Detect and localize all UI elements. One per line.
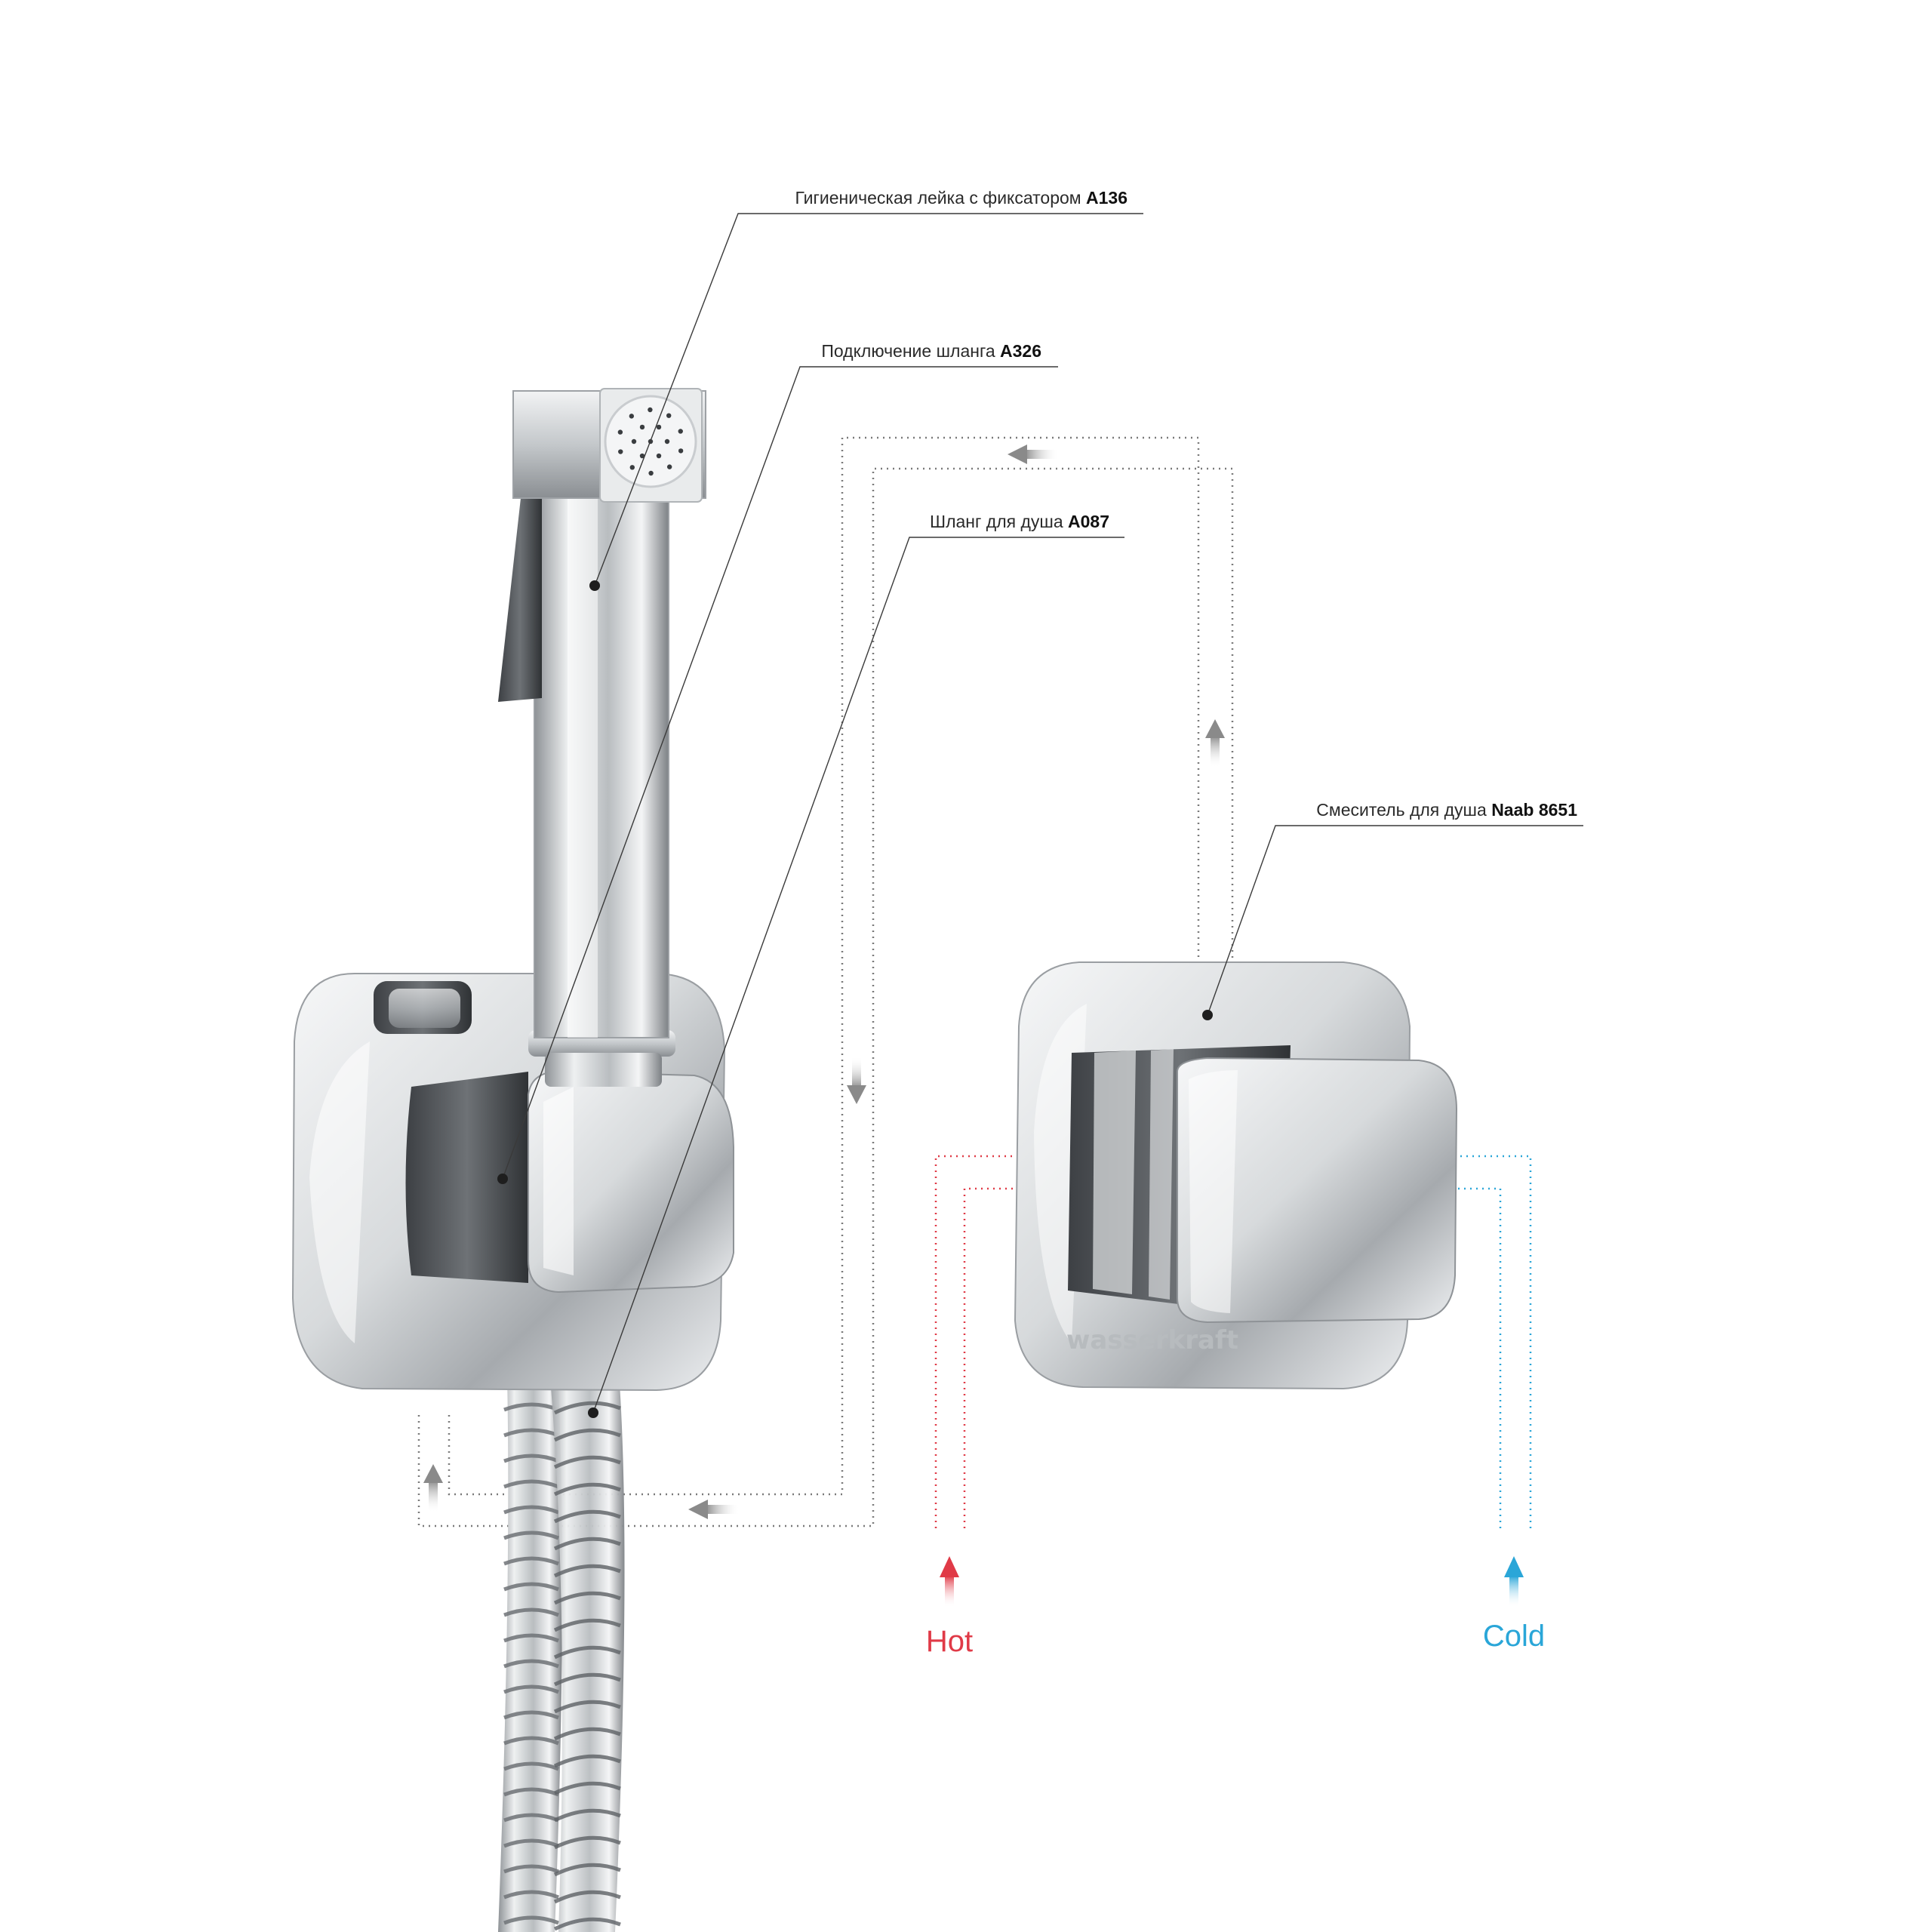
arrow-up-icon	[1205, 719, 1225, 768]
hot-arrow-icon	[940, 1556, 959, 1607]
cold-label: Cold	[1483, 1620, 1545, 1653]
cold-supply-lines	[1457, 1155, 1532, 1528]
callout-shower-hose: Шланг для душа A087	[930, 512, 1109, 531]
hand-shower	[498, 388, 706, 1038]
shower-hose	[498, 1317, 625, 1932]
callout-leaders	[502, 213, 1583, 1414]
cold-arrow-icon	[1504, 1556, 1524, 1607]
arrow-left-icon	[688, 1500, 740, 1519]
hot-label: Hot	[926, 1625, 973, 1658]
brand-logo: wasserkraft	[1066, 1325, 1238, 1355]
callout-hand-shower: Гигиеническая лейка с фиксатором A136	[795, 188, 1128, 208]
flow-path-outer	[417, 467, 1234, 1527]
arrow-left-icon	[1008, 445, 1059, 464]
arrow-down-icon	[847, 1057, 866, 1104]
arrow-up-icon	[423, 1464, 443, 1512]
callout-mixer: Смеситель для душа Naab 8651	[1316, 800, 1577, 820]
hand-shower-assembly	[291, 388, 734, 1932]
flow-paths	[417, 436, 1234, 1527]
hot-supply-lines	[934, 1155, 1015, 1528]
callout-dots	[497, 580, 1213, 1418]
mixer: wasserkraft	[1014, 961, 1458, 1390]
callout-hose-connector: Подключение шланга A326	[821, 341, 1041, 361]
